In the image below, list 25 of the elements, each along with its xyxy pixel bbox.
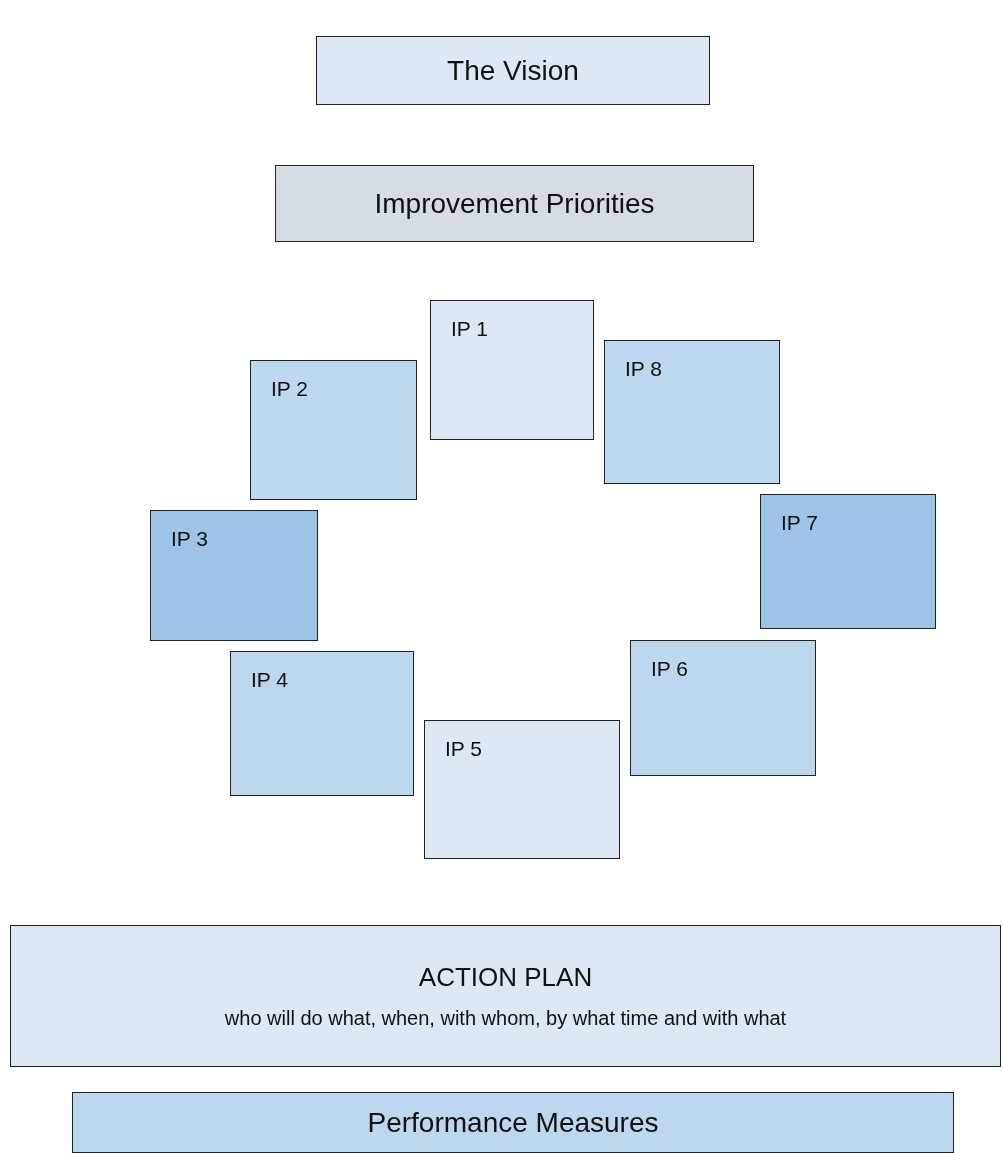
heading-box <box>275 165 754 242</box>
priority-box <box>430 300 594 440</box>
priority-box <box>230 651 414 796</box>
box-label: IP 7 <box>781 511 819 535</box>
priority-box <box>150 510 318 641</box>
box-label: IP 3 <box>171 527 209 551</box>
box-label: Improvement Priorities <box>374 187 655 220</box>
box-label: IP 4 <box>251 668 289 692</box>
box-subtitle: who will do what, when, with whom, by what time and with what <box>224 1007 787 1030</box>
box-label: The Vision <box>447 54 579 87</box>
priority-box <box>250 360 417 500</box>
box-label: IP 5 <box>445 737 483 761</box>
priority-box <box>424 720 620 859</box>
box-label: IP 1 <box>451 317 489 341</box>
box-label: ACTION PLAN <box>418 962 593 993</box>
title-box <box>316 36 710 105</box>
box-label: Performance Measures <box>367 1106 659 1139</box>
priority-box <box>760 494 936 629</box>
priority-box <box>604 340 780 484</box>
box-label: IP 2 <box>271 377 309 401</box>
box-label: IP 6 <box>651 657 689 681</box>
plan-box <box>10 925 1001 1067</box>
priority-box <box>630 640 816 776</box>
measures-box <box>72 1092 954 1153</box>
box-label: IP 8 <box>625 357 663 381</box>
